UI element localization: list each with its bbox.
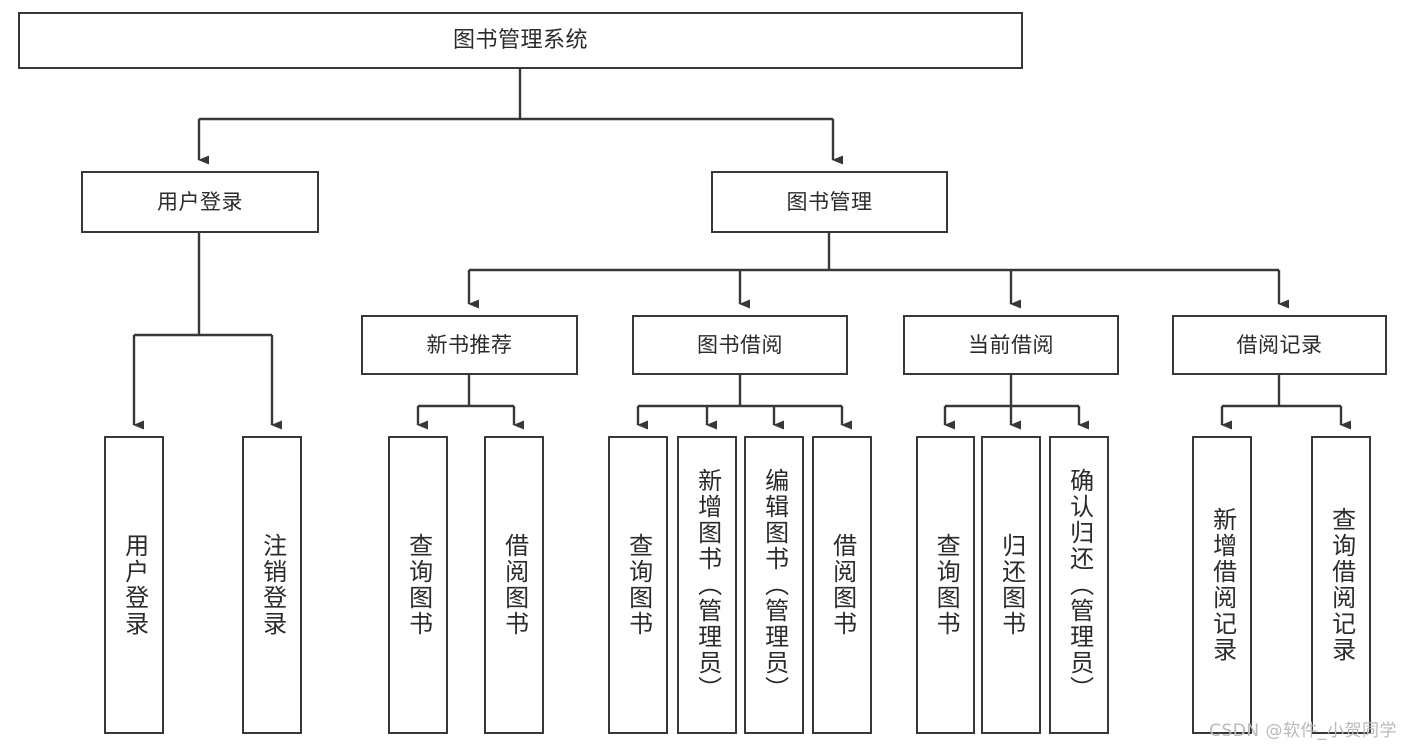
node-leaf-add-record[interactable]: 新增借阅记录 [1192, 436, 1252, 734]
node-book-borrow[interactable]: 图书借阅 [632, 315, 848, 375]
node-leaf-add-record-label: 新增借阅记录 [1208, 507, 1237, 663]
node-leaf-query-book-2-label: 查询图书 [624, 533, 653, 637]
node-leaf-confirm-return-label: 确认归还（管理员） [1065, 468, 1094, 702]
node-leaf-edit-book[interactable]: 编辑图书（管理员） [744, 436, 804, 734]
node-root-label: 图书管理系统 [452, 27, 588, 53]
watermark: CSDN @软件_小贺同学 [1209, 721, 1397, 741]
node-leaf-borrow-book-1-label: 借阅图书 [500, 533, 529, 637]
node-borrow-record-label: 借阅记录 [1236, 332, 1323, 357]
node-leaf-confirm-return[interactable]: 确认归还（管理员） [1049, 436, 1109, 734]
node-book-manage-label: 图书管理 [786, 189, 873, 214]
node-borrow-record[interactable]: 借阅记录 [1172, 315, 1387, 375]
node-leaf-add-book[interactable]: 新增图书（管理员） [677, 436, 737, 734]
node-root[interactable]: 图书管理系统 [18, 12, 1023, 69]
node-leaf-query-book-2[interactable]: 查询图书 [608, 436, 668, 734]
node-leaf-add-book-label: 新增图书（管理员） [693, 468, 722, 702]
node-current-borrow[interactable]: 当前借阅 [903, 315, 1119, 375]
node-current-borrow-label: 当前借阅 [968, 332, 1054, 357]
node-user-login-label: 用户登录 [157, 189, 243, 214]
node-leaf-user-login[interactable]: 用户登录 [104, 436, 164, 734]
node-book-manage[interactable]: 图书管理 [711, 171, 948, 233]
node-leaf-borrow-book-1[interactable]: 借阅图书 [484, 436, 544, 734]
node-leaf-query-book-1-label: 查询图书 [404, 533, 433, 637]
node-leaf-borrow-book-2[interactable]: 借阅图书 [812, 436, 872, 734]
node-new-book-recommend[interactable]: 新书推荐 [361, 315, 578, 375]
node-leaf-user-logout-label: 注销登录 [258, 533, 287, 637]
node-leaf-borrow-book-2-label: 借阅图书 [828, 533, 857, 637]
node-leaf-edit-book-label: 编辑图书（管理员） [760, 468, 789, 702]
node-leaf-query-record[interactable]: 查询借阅记录 [1311, 436, 1371, 734]
node-leaf-user-login-label: 用户登录 [120, 533, 149, 637]
node-leaf-query-book-1[interactable]: 查询图书 [388, 436, 448, 734]
node-book-borrow-label: 图书借阅 [697, 332, 783, 357]
node-new-book-recommend-label: 新书推荐 [426, 332, 513, 357]
node-user-login[interactable]: 用户登录 [81, 171, 319, 233]
node-leaf-query-record-label: 查询借阅记录 [1327, 507, 1356, 663]
node-leaf-return-book-label: 归还图书 [997, 533, 1026, 637]
node-leaf-query-book-3[interactable]: 查询图书 [916, 436, 975, 734]
node-leaf-user-logout[interactable]: 注销登录 [242, 436, 302, 734]
node-leaf-query-book-3-label: 查询图书 [932, 533, 961, 637]
node-leaf-return-book[interactable]: 归还图书 [981, 436, 1041, 734]
